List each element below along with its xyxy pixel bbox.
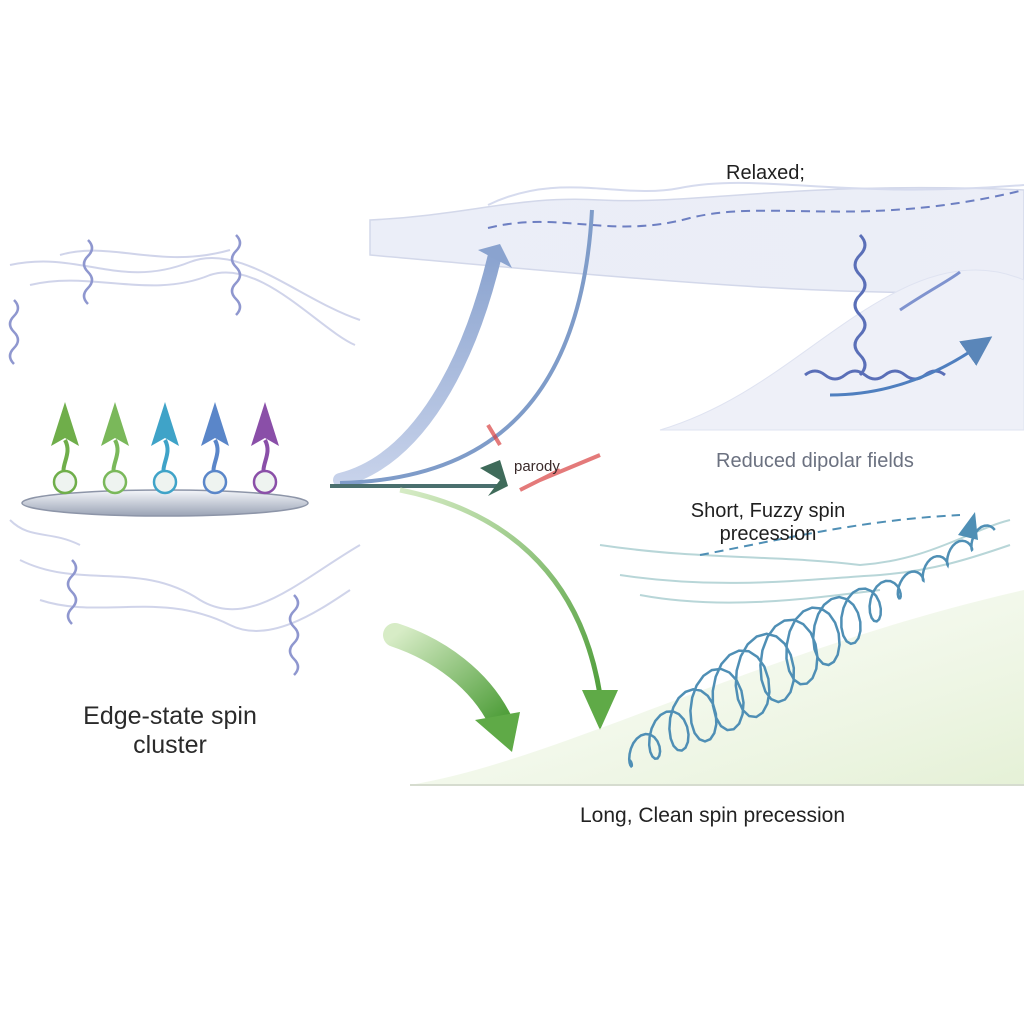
clean-path-arrows (383, 487, 618, 752)
spin-up-arrow-icon (151, 402, 179, 495)
short-precession-label: Short, Fuzzy spin precession (690, 500, 846, 545)
helix-arrowhead (958, 512, 978, 540)
small-helices (8, 234, 300, 676)
cluster-label: Edge-state spin cluster (83, 702, 257, 759)
clean-precession-floor (410, 590, 1024, 785)
helix-coil (627, 524, 996, 769)
long-spin-helix (627, 512, 996, 769)
spin-up-arrow-icon (51, 402, 79, 495)
dipolar-label: Reduced dipolar fields (716, 450, 914, 472)
relaxed-path-arrows (330, 209, 594, 488)
spin-up-arrow-icon (251, 402, 279, 495)
relaxed-label: Relaxed; (726, 162, 805, 184)
spin-up-arrow-icon (101, 402, 129, 495)
field-wisps (9, 249, 361, 632)
blocked-path-icon (480, 423, 601, 496)
spin-up-arrow-icon (201, 402, 229, 495)
spin-arrow-group (51, 402, 279, 495)
long-precession-label: Long, Clean spin precession (580, 804, 846, 827)
top-helix-tangle (804, 233, 993, 397)
blocked-label: parody (514, 458, 560, 475)
relaxed-ribbon (369, 181, 1024, 431)
